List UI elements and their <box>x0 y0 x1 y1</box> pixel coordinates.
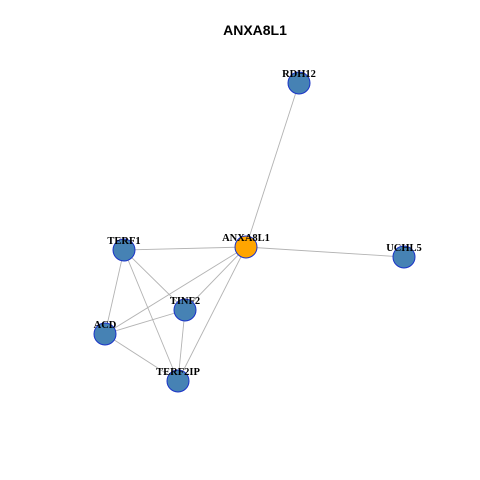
edge-acd-terf2ip <box>104 333 179 382</box>
edge-anxa8l1-tinf2 <box>184 246 247 311</box>
node-uchl5 <box>392 245 416 269</box>
node-label-terf1: TERF1 <box>107 236 140 247</box>
node-tinf2 <box>173 298 197 322</box>
edge-tinf2-acd <box>104 309 186 335</box>
node-rdh12 <box>287 71 311 95</box>
edge-terf1-terf2ip <box>123 249 179 382</box>
edge-anxa8l1-acd <box>104 246 247 335</box>
edge-layer <box>104 82 405 382</box>
edge-anxa8l1-uchl5 <box>245 246 405 258</box>
node-terf2ip <box>166 369 190 393</box>
edge-anxa8l1-terf1 <box>123 246 247 251</box>
node-terf1 <box>112 238 136 262</box>
node-label-rdh12: RDH12 <box>282 69 316 80</box>
edge-terf1-acd <box>104 249 125 335</box>
node-acd <box>93 322 117 346</box>
edge-terf1-tinf2 <box>123 249 186 311</box>
diagram-title: ANXA8L1 <box>223 22 287 38</box>
node-label-tinf2: TINF2 <box>170 296 200 307</box>
edge-anxa8l1-terf2ip <box>177 246 247 382</box>
node-layer <box>93 71 416 393</box>
node-label-acd: ACD <box>94 320 117 331</box>
edge-tinf2-terf2ip <box>177 309 186 382</box>
node-label-terf2ip: TERF2IP <box>156 367 200 378</box>
node-label-anxa8l1: ANXA8L1 <box>222 233 270 244</box>
edge-anxa8l1-rdh12 <box>245 82 300 248</box>
node-label-uchl5: UCHL5 <box>386 243 422 254</box>
node-anxa8l1 <box>234 235 258 259</box>
